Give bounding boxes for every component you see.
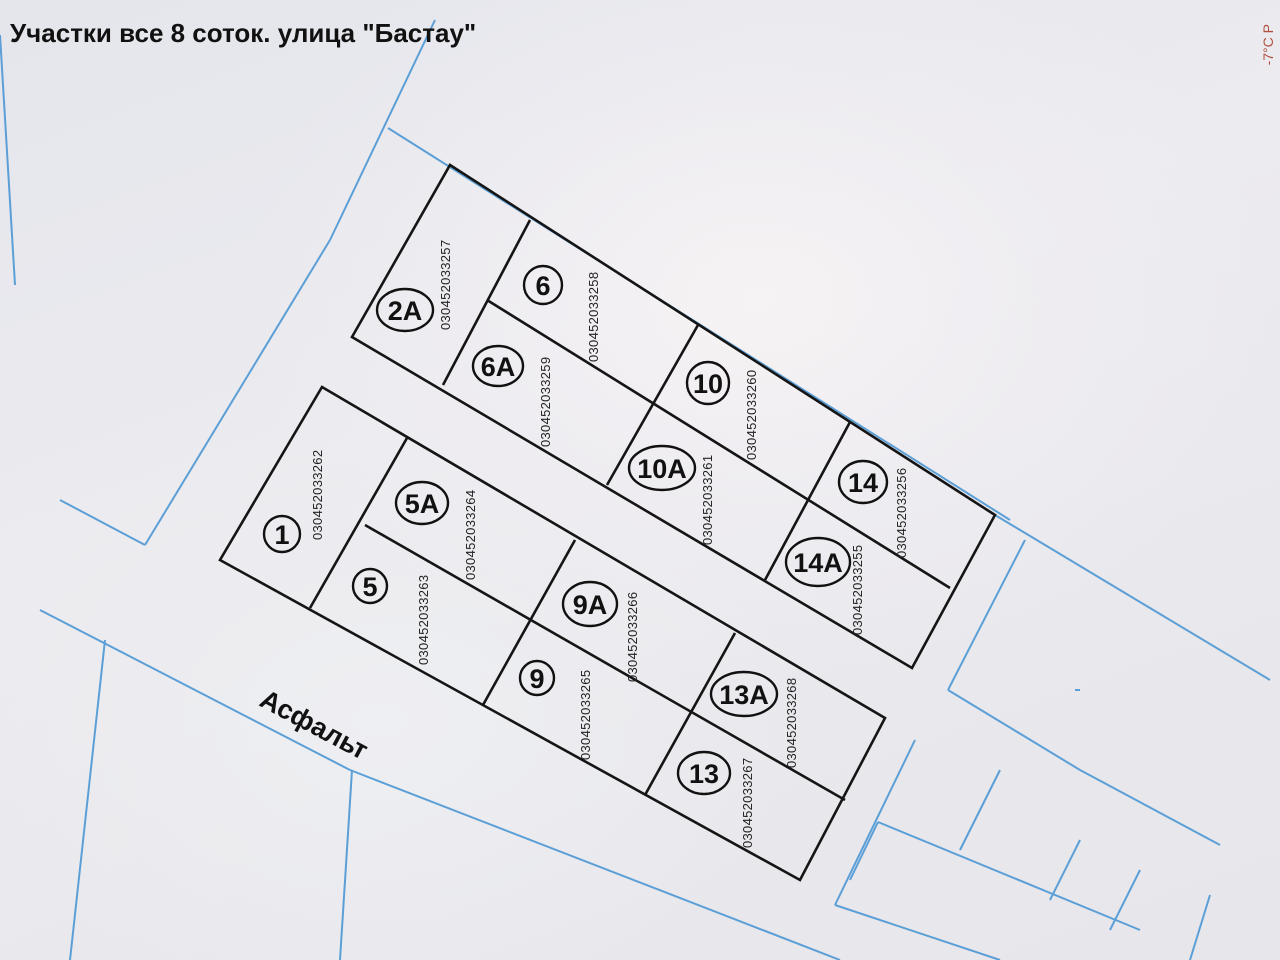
plot-boundary [763,421,852,581]
corner-weather-text: -7°C P [1260,24,1276,66]
grid-line [834,739,916,906]
plot-14[interactable]: 14 030452033256 [837,459,909,558]
plot-10A[interactable]: 10А 030452033261 [627,444,715,545]
grid-line [329,19,436,241]
plot-number: 1 [274,520,289,550]
plot-6[interactable]: 6 030452033258 [522,264,601,362]
cadastral-number: 030452033267 [740,758,755,848]
plot-number: 10 [693,369,723,399]
plot-number-ring [471,344,525,388]
grid-line [1049,839,1081,901]
plot-9[interactable]: 9 030452033265 [518,659,593,760]
plot-number-ring [561,580,619,628]
plot-number-ring [394,480,450,526]
plot-boundary [481,539,577,706]
plot-10[interactable]: 10 030452033260 [685,360,759,460]
plot-number-ring [518,659,556,697]
grid-line [1079,769,1221,846]
grid-line [834,904,1001,960]
plot-number-ring [685,360,731,406]
upper-plot-block [350,163,997,670]
cadastral-number: 030452033259 [538,357,553,447]
plot-5[interactable]: 5 030452033263 [351,567,431,665]
plot-number: 6 [535,271,550,301]
grid-line [849,821,879,881]
plot-number: 13А [719,680,769,710]
grid-line [39,609,351,771]
cadastral-number: 030452033257 [438,240,453,330]
grid-line [959,769,1001,851]
block-outline [350,163,997,670]
grid-line [947,539,1026,691]
plot-2A[interactable]: 2А 030452033257 [375,240,453,333]
cadastral-number: 030452033255 [850,545,865,635]
plot-boundary [486,298,951,590]
plot-14A[interactable]: 14А 030452033255 [784,536,865,635]
plot-boundary [643,632,737,796]
grid-line [69,639,106,960]
grid-line [59,499,146,546]
plot-1[interactable]: 1 030452033262 [262,450,325,554]
map-title: Участки все 8 соток. улица "Бастау" [10,18,477,48]
plot-9A[interactable]: 9А 030452033266 [561,580,640,682]
plot-5A[interactable]: 5А 030452033264 [394,480,478,580]
cadastral-number: 030452033258 [586,272,601,362]
plot-boundary [308,437,409,609]
plot-number-ring [262,514,302,554]
cadastral-number: 030452033261 [700,455,715,545]
lower-plot-block [218,385,887,882]
plot-13A[interactable]: 13А 030452033268 [709,670,799,768]
cadastral-number: 030452033260 [744,370,759,460]
plot-number: 9 [529,664,544,694]
cadastral-number: 030452033263 [416,575,431,665]
cadastral-number: 030452033265 [578,670,593,760]
grid-line [0,34,16,286]
plot-boundary [605,324,700,486]
grid-line [877,821,1141,931]
grid-line [994,514,1271,681]
plot-number: 14 [848,468,878,498]
block-outline [218,385,887,882]
grid-line [349,769,841,960]
cadastral-number: 030452033268 [784,678,799,768]
plot-number: 2А [388,296,423,326]
plot-number: 10А [637,454,687,484]
plot-boundary [441,219,532,386]
cadastral-grid [0,19,1271,960]
plot-number-ring [351,567,389,605]
grid-line [339,769,353,960]
plot-number: 6А [481,352,516,382]
cadastral-number: 030452033256 [894,468,909,558]
grid-line [1189,894,1211,960]
grid-line [1109,869,1141,931]
plot-number: 9А [573,590,608,620]
plot-13[interactable]: 13 030452033267 [676,750,755,848]
grid-line [947,689,1081,771]
plot-6A[interactable]: 6А 030452033259 [471,344,553,447]
plot-number: 5А [405,489,440,519]
plot-number: 5 [362,572,377,602]
grid-line [144,239,331,546]
plot-number-ring [784,536,852,588]
street-label: Асфальт [255,684,373,766]
plot-number-ring [522,264,564,306]
plot-number: 13 [689,759,719,789]
cadastral-number: 030452033262 [310,450,325,540]
plot-boundary [364,523,846,802]
cadastral-number: 030452033264 [463,490,478,580]
cadastral-number: 030452033266 [625,592,640,682]
plot-number-ring [837,459,889,505]
plot-number-ring [709,670,779,718]
plot-number: 14А [793,548,843,578]
plot-number-ring [375,287,435,333]
plot-number-ring [627,444,697,492]
plot-number-ring [676,750,732,796]
